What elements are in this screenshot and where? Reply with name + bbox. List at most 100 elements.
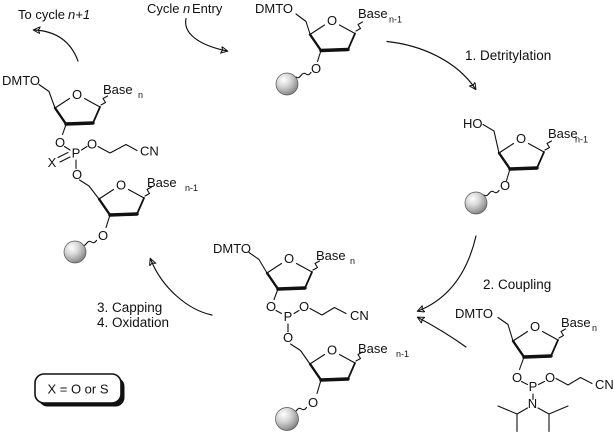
arrow-coupling-from-support: [418, 235, 477, 311]
bond: [550, 339, 559, 357]
bond: [293, 309, 300, 315]
nitrile-label: CN: [350, 308, 369, 323]
bond: [97, 143, 138, 154]
to-next-cycle-emph: n+1: [68, 7, 90, 22]
oxygen-label: O: [299, 299, 309, 314]
bond: [97, 197, 112, 217]
solid-support-bead: [464, 191, 488, 215]
step-1-detritylation-label: 1. Detritylation: [465, 48, 551, 63]
x-definition-legend: X = O or S: [34, 373, 125, 407]
bond: [83, 97, 101, 108]
oxygen-label: O: [72, 167, 82, 182]
nitrile-label: CN: [140, 144, 159, 159]
arrow-coupling-from-amidite: [418, 318, 467, 348]
step-labels: 1. Detritylation 2. Coupling 3. Capping …: [97, 48, 551, 330]
bond: [108, 212, 139, 217]
bond: [347, 32, 356, 51]
bond: [304, 271, 313, 289]
bond: [309, 24, 326, 36]
base-label: Base: [358, 341, 388, 356]
oxygen-label: O: [545, 370, 555, 385]
bond: [78, 179, 100, 200]
bond: [309, 353, 326, 365]
ring-oxygen-label: O: [284, 251, 294, 266]
bond-wavy: [355, 21, 364, 32]
base-subscript: n: [592, 323, 597, 333]
bond: [518, 356, 525, 371]
arrow-to-next-cycle: [34, 30, 79, 62]
ring-oxygen-label: O: [327, 343, 337, 358]
structure-support-bound-start: DMTO O Base n-1 O: [255, 1, 402, 96]
bond-wavy: [295, 71, 312, 79]
bond: [497, 316, 514, 342]
bond-wavy: [355, 351, 364, 362]
base-label: Base: [561, 315, 591, 330]
double-bond: [59, 156, 71, 163]
bond-wavy: [483, 189, 500, 197]
double-bond: [57, 151, 69, 159]
bond: [289, 343, 311, 365]
bond: [316, 379, 322, 395]
bond: [309, 306, 347, 316]
arrow-detritylation: [386, 40, 476, 90]
linker-oxygen-label: O: [500, 178, 510, 193]
to-next-cycle-label: To cycle: [18, 7, 65, 22]
structure-phosphoramidite: DMTO O Base n O P O CN N: [455, 306, 614, 433]
bond: [276, 286, 307, 291]
dmto-label: DMTO: [213, 241, 251, 256]
cycle-labels: To cycle n+1 Cycle n Entry: [18, 1, 223, 22]
bond: [527, 142, 545, 153]
bond: [266, 262, 283, 274]
base-label: Base: [548, 126, 578, 141]
dmto-label: DMTO: [2, 73, 40, 88]
bond: [520, 380, 529, 386]
bond: [136, 197, 145, 215]
bond: [522, 354, 553, 359]
arrow-capping-oxidation: [151, 259, 213, 316]
bond: [498, 142, 515, 154]
bond: [338, 24, 356, 35]
cycle-arrows: [34, 17, 477, 348]
bond: [248, 251, 268, 274]
bond: [537, 407, 550, 415]
linker-oxygen-label: O: [308, 395, 318, 410]
bond: [295, 13, 311, 35]
structure-phosphite-triester: DMTO O Base n O P O CN O O Base n-1 O: [213, 241, 409, 431]
bond: [105, 214, 111, 229]
bond: [537, 380, 546, 386]
oxygen-label: O: [512, 370, 522, 385]
bond: [338, 353, 356, 364]
step-4-oxidation-label: 4. Oxidation: [97, 315, 169, 330]
bond: [508, 166, 539, 171]
bond-wavy: [312, 260, 321, 271]
bond: [548, 405, 569, 415]
base-label: Base: [147, 175, 177, 190]
bond: [295, 262, 313, 273]
dmto-label: DMTO: [455, 306, 493, 321]
bond: [265, 271, 280, 291]
bond: [316, 49, 322, 63]
bond: [497, 405, 518, 415]
bond: [505, 168, 511, 182]
phosphorus-label: P: [529, 379, 538, 394]
step-2-coupling-label: 2. Coupling: [483, 277, 551, 292]
bond: [127, 188, 145, 199]
phosphorus-label: P: [72, 146, 81, 161]
nitrile-label: CN: [595, 377, 614, 392]
solid-support-bead: [63, 240, 87, 264]
oxygen-label: O: [266, 299, 276, 314]
solid-support-bead: [275, 72, 299, 96]
base-label: Base: [103, 82, 133, 97]
oxygen-label: O: [55, 135, 65, 150]
x-substituent-label: X: [48, 155, 57, 170]
oxygen-label: O: [87, 137, 97, 152]
base-subscript: n-1: [575, 135, 588, 145]
bond-wavy: [558, 328, 567, 339]
phosphorus-label: P: [284, 309, 293, 324]
bond-wavy: [100, 95, 109, 106]
bond: [347, 362, 356, 380]
base-subscript: n-1: [389, 15, 402, 25]
hydroxyl-label: HO: [463, 116, 483, 131]
ring-oxygen-label: O: [516, 131, 526, 146]
